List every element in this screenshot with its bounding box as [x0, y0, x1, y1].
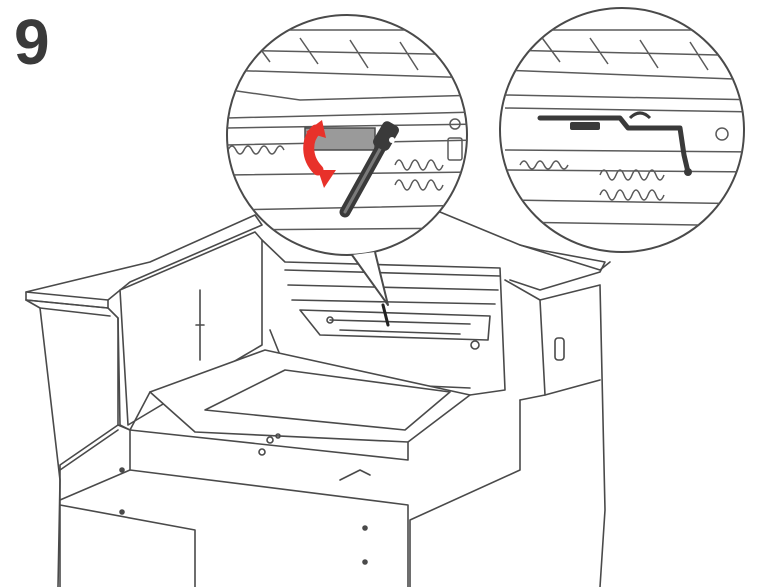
- spring-row-left: [227, 145, 444, 191]
- roller-bracket: [537, 111, 692, 176]
- step-number: 9: [14, 6, 50, 78]
- spring-row-right: [519, 160, 665, 201]
- printer-body: [25, 211, 611, 587]
- roller-lever: [339, 121, 399, 218]
- right-zoom-callout: [499, 7, 745, 253]
- curved-rotation-arrow-icon: [303, 120, 336, 188]
